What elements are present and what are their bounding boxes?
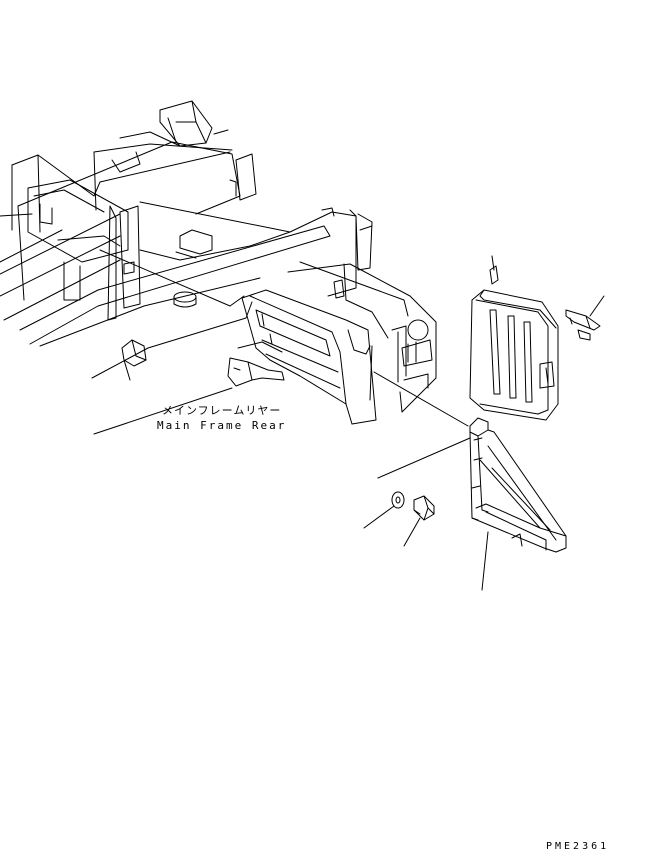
main-frame-rear-label-en: Main Frame Rear: [157, 419, 287, 432]
main-frame-rear-label-jp: メインフレームリヤー: [162, 404, 282, 417]
cover-panel: [470, 266, 558, 420]
leader-lines: [0, 130, 604, 590]
triangular-bracket: [470, 418, 566, 552]
washer: [392, 492, 404, 508]
drawing-code: PME2361: [546, 841, 610, 852]
bolt: [414, 496, 434, 520]
clip-part: [566, 310, 600, 340]
main-frame-rear: [0, 101, 436, 424]
